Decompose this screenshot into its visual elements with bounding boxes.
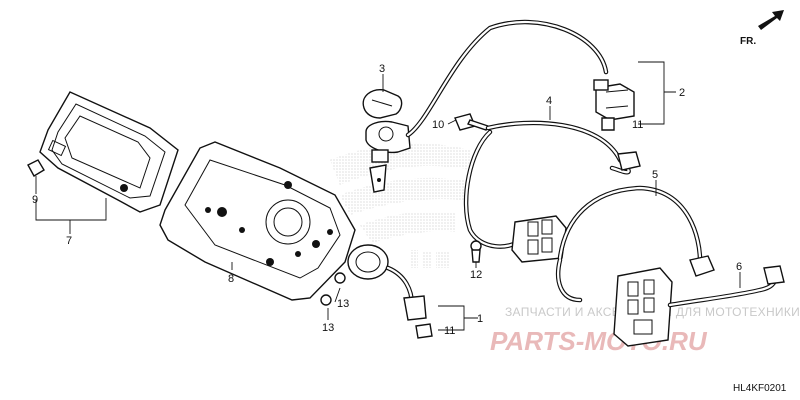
front-direction-arrow: FR. — [740, 10, 784, 47]
rubber-seal-part-9 — [27, 159, 45, 177]
bolt-part-13a — [334, 272, 346, 284]
callout-7: 7 — [66, 235, 72, 247]
key-cover-part-3 — [362, 89, 403, 119]
meter-assembly — [27, 91, 179, 213]
callout-4: 4 — [546, 95, 552, 107]
meter-cover — [159, 141, 356, 301]
callout-1: 1 — [477, 313, 483, 325]
connector-part-6 — [763, 265, 785, 285]
connector-part-2 — [593, 79, 635, 131]
connector-clip-part-11b — [415, 323, 433, 339]
callout-13-lower: 13 — [322, 322, 334, 334]
connector-clip-part-11 — [601, 117, 615, 131]
bolt-part-12 — [470, 240, 482, 263]
callout-8: 8 — [228, 273, 234, 285]
callout-2: 2 — [679, 87, 685, 99]
drawing-code: HL4KF0201 — [733, 383, 787, 394]
callout-5: 5 — [652, 169, 658, 181]
switch-connector-part-4 — [511, 151, 641, 263]
callout-10: 10 — [432, 119, 444, 131]
front-direction-label: FR. — [740, 36, 756, 47]
callout-11-lower: 11 — [444, 325, 455, 337]
callout-9: 9 — [32, 194, 38, 206]
callout-12: 12 — [470, 269, 482, 281]
socket-part-1 — [347, 244, 433, 339]
switch-connector-part-5 — [613, 255, 715, 347]
callout-3: 3 — [379, 63, 385, 75]
callout-6: 6 — [736, 261, 742, 273]
ignition-switch — [365, 120, 411, 193]
watermark-site: PARTS-MOTO.RU — [490, 326, 708, 356]
screw-part-10 — [454, 113, 489, 131]
callout-11-upper: 11 — [632, 119, 643, 131]
bolt-part-13b — [320, 294, 332, 306]
wing-logo-watermark — [330, 143, 470, 268]
callout-13-upper: 13 — [337, 298, 349, 310]
